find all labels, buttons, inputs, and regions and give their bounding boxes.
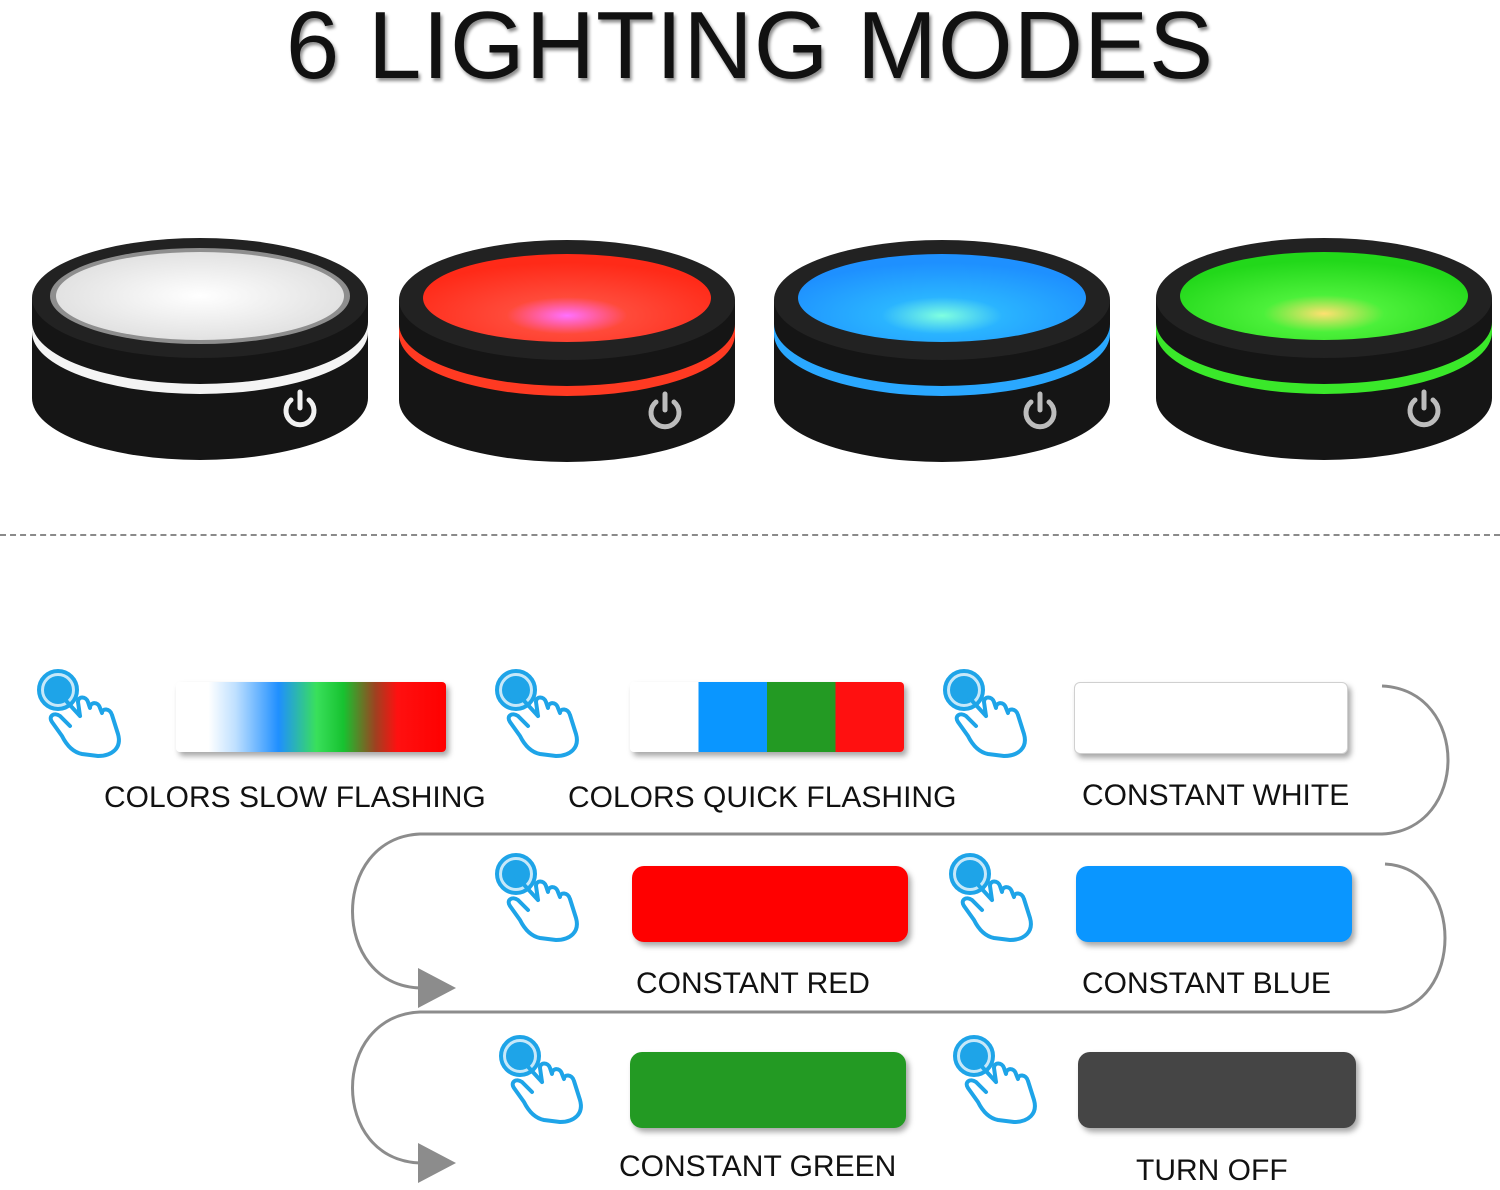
hand-touch-icon [37, 669, 121, 758]
puck-red [399, 240, 735, 462]
hand-touch-icon [495, 853, 579, 942]
swatch-constant-blue [1076, 866, 1352, 942]
swatch-slow-flashing [176, 682, 446, 752]
mode-label: TURN OFF [1136, 1154, 1288, 1187]
mode-label: CONSTANT BLUE [1082, 967, 1331, 1000]
swatch-constant-red [632, 866, 908, 942]
puck-blue [774, 240, 1110, 462]
page-title: 6 LIGHTING MODES [285, 0, 1215, 99]
hand-touch-icon [943, 669, 1027, 758]
mode-label: COLORS SLOW FLASHING [104, 781, 486, 814]
swatch-turn-off [1078, 1052, 1356, 1128]
mode-label: CONSTANT WHITE [1082, 779, 1350, 812]
hand-touch-icon [495, 669, 579, 758]
swatch-quick-flashing [630, 682, 904, 752]
mode-label: CONSTANT GREEN [619, 1150, 897, 1183]
mode-label: CONSTANT RED [636, 967, 870, 1000]
power-icon[interactable] [1023, 391, 1057, 430]
power-icon[interactable] [283, 389, 317, 428]
power-icon[interactable] [1407, 389, 1441, 428]
swatch-constant-white [1074, 682, 1348, 754]
mode-label: COLORS QUICK FLASHING [568, 781, 957, 814]
hand-touch-icon [499, 1035, 583, 1124]
hand-touch-icon [949, 853, 1033, 942]
power-icon[interactable] [648, 391, 682, 430]
hand-touch-icon [953, 1035, 1037, 1124]
swatch-constant-green [630, 1052, 906, 1128]
dashed-divider [0, 534, 1500, 536]
puck-green [1156, 238, 1492, 460]
puck-white [32, 238, 368, 460]
